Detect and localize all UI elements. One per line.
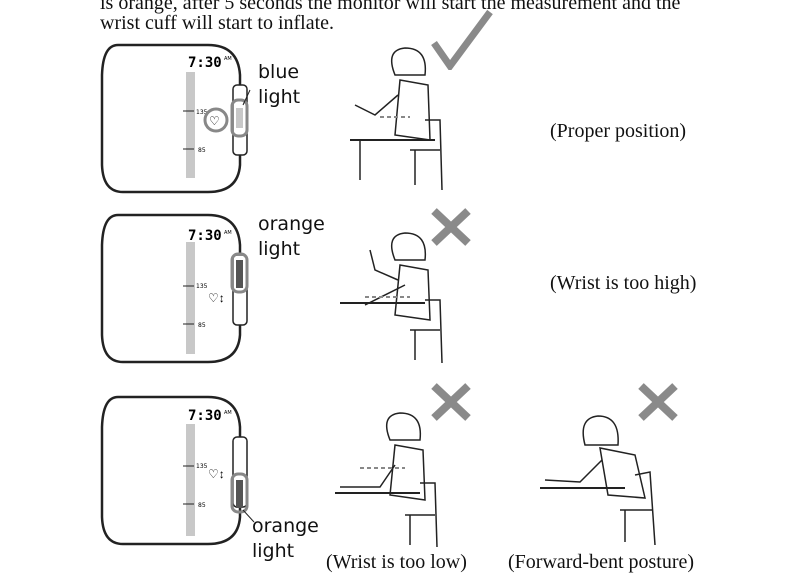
person-forward-bent-illustration [540,415,656,546]
intro-line-1: is orange, after 5 seconds the monitor w… [100,0,681,14]
svg-text:♡: ♡ [209,114,220,128]
check-mark-icon [431,9,493,70]
cross-mark-icon [431,208,471,246]
svg-text:135: 135 [196,109,208,116]
light-label: light [258,238,301,260]
light-label: light [258,86,301,108]
svg-text:♡↕: ♡↕ [208,467,225,481]
person-wrist-too-high-illustration [340,232,443,364]
caption-forward-bent-posture: (Forward-bent posture) [508,551,695,573]
light-label-color: blue [258,61,300,83]
person-wrist-too-low-illustration [335,412,438,548]
svg-text:135: 135 [196,463,208,470]
svg-text:85: 85 [198,322,206,329]
svg-text:♡↕: ♡↕ [208,291,225,305]
svg-text:AM: AM [224,230,232,236]
svg-text:AM: AM [224,410,232,416]
svg-text:7:30: 7:30 [188,228,222,244]
caption-wrist-too-high: (Wrist is too high) [550,272,697,294]
intro-line-2: wrist cuff will start to inflate. [100,12,335,34]
caption-wrist-too-low: (Wrist is too low) [326,551,467,573]
caption-proper-position: (Proper position) [550,120,687,142]
svg-text:85: 85 [198,147,206,154]
svg-text:AM: AM [224,56,232,62]
svg-text:85: 85 [198,502,206,509]
svg-text:7:30: 7:30 [188,55,222,71]
light-label-color: orange [258,213,325,235]
svg-text:135: 135 [196,283,208,290]
cross-mark-icon [431,383,471,421]
cross-mark-icon [638,383,678,421]
light-label-color: orange [252,515,319,537]
svg-text:7:30: 7:30 [188,408,222,424]
person-proper-position-illustration [350,47,443,190]
light-label: light [252,540,295,562]
